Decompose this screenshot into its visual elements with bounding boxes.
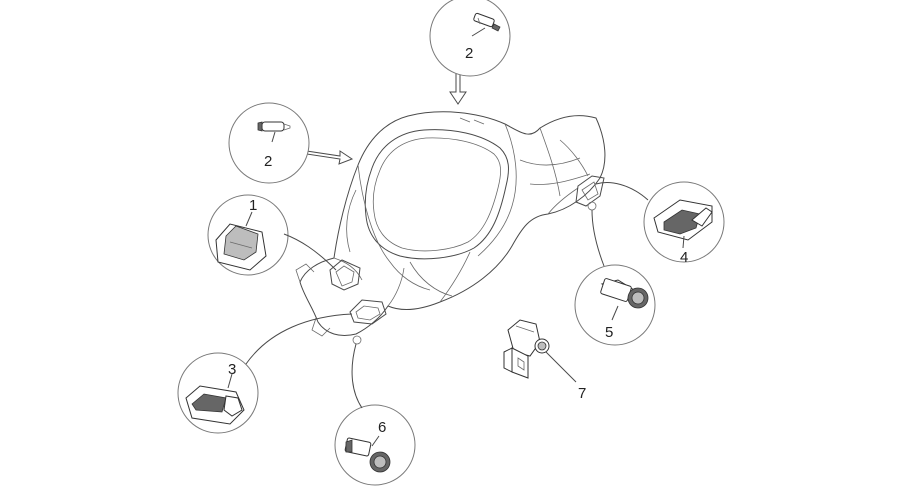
socket-button-icon: [344, 437, 391, 473]
callout-number-3: 3: [228, 361, 236, 378]
callout-number-7: 7: [578, 385, 586, 402]
bulb-icon: [257, 121, 291, 132]
bulb-icon: [473, 12, 501, 32]
callout-number-5: 5: [605, 324, 613, 341]
callout-number-4: 4: [680, 249, 688, 266]
callout-6: 6: [334, 343, 416, 486]
callout-3: 3: [177, 313, 353, 434]
handlebar-cover: [295, 111, 606, 345]
callout-2-top: 2: [429, 0, 511, 77]
callout-2-left: 2: [228, 102, 310, 184]
switch-button-icon: [653, 199, 713, 241]
callout-number-6: 6: [378, 419, 386, 436]
callout-5: 5: [574, 209, 656, 346]
callout-number-2-left: 2: [264, 153, 272, 170]
callout-number-2-top: 2: [465, 45, 473, 62]
ignition-switch-part: 7: [503, 319, 586, 402]
callout-number-1: 1: [249, 197, 257, 214]
switch-button-icon: [185, 385, 245, 425]
callout-1: 1: [207, 194, 337, 276]
rocker-switch-icon: [215, 223, 267, 271]
callout-4: 4: [595, 181, 725, 266]
socket-button-icon: [600, 278, 649, 309]
